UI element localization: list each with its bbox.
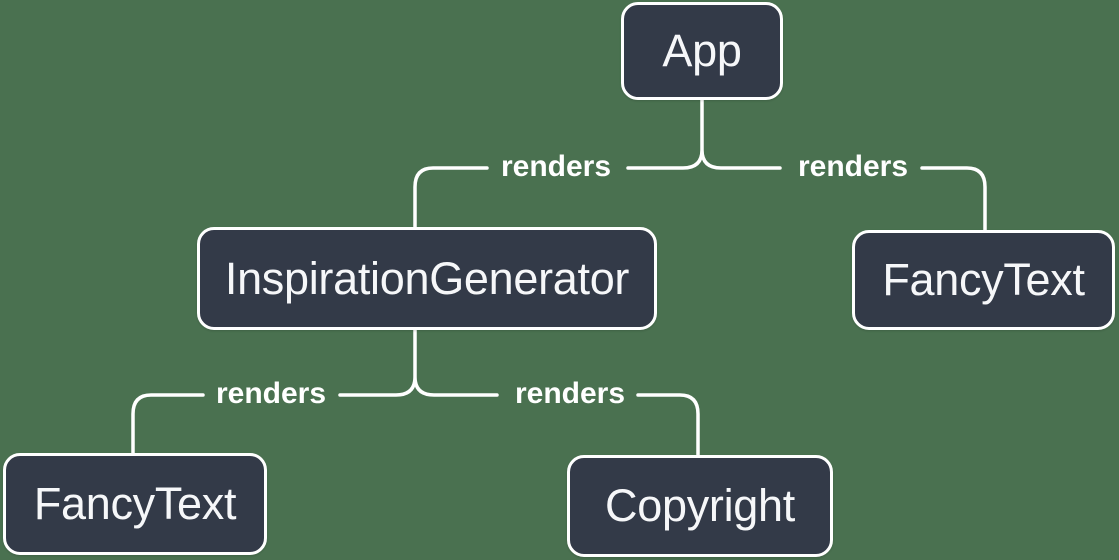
edge-label-inspirationgenerator-fancytext: renders: [215, 377, 327, 410]
edge-label-app-fancytext: renders: [797, 150, 909, 183]
tree-node-app: App: [621, 2, 783, 100]
connector-lines: [131, 98, 987, 457]
edge-label-inspirationgenerator-copyright: renders: [514, 377, 626, 410]
tree-node-fancy-text-top: FancyText: [852, 230, 1115, 330]
tree-node-copyright: Copyright: [567, 455, 833, 557]
edge-label-app-inspirationgenerator: renders: [500, 150, 612, 183]
tree-node-fancy-text-bottom: FancyText: [3, 453, 267, 555]
tree-node-inspiration-generator: InspirationGenerator: [197, 227, 657, 330]
